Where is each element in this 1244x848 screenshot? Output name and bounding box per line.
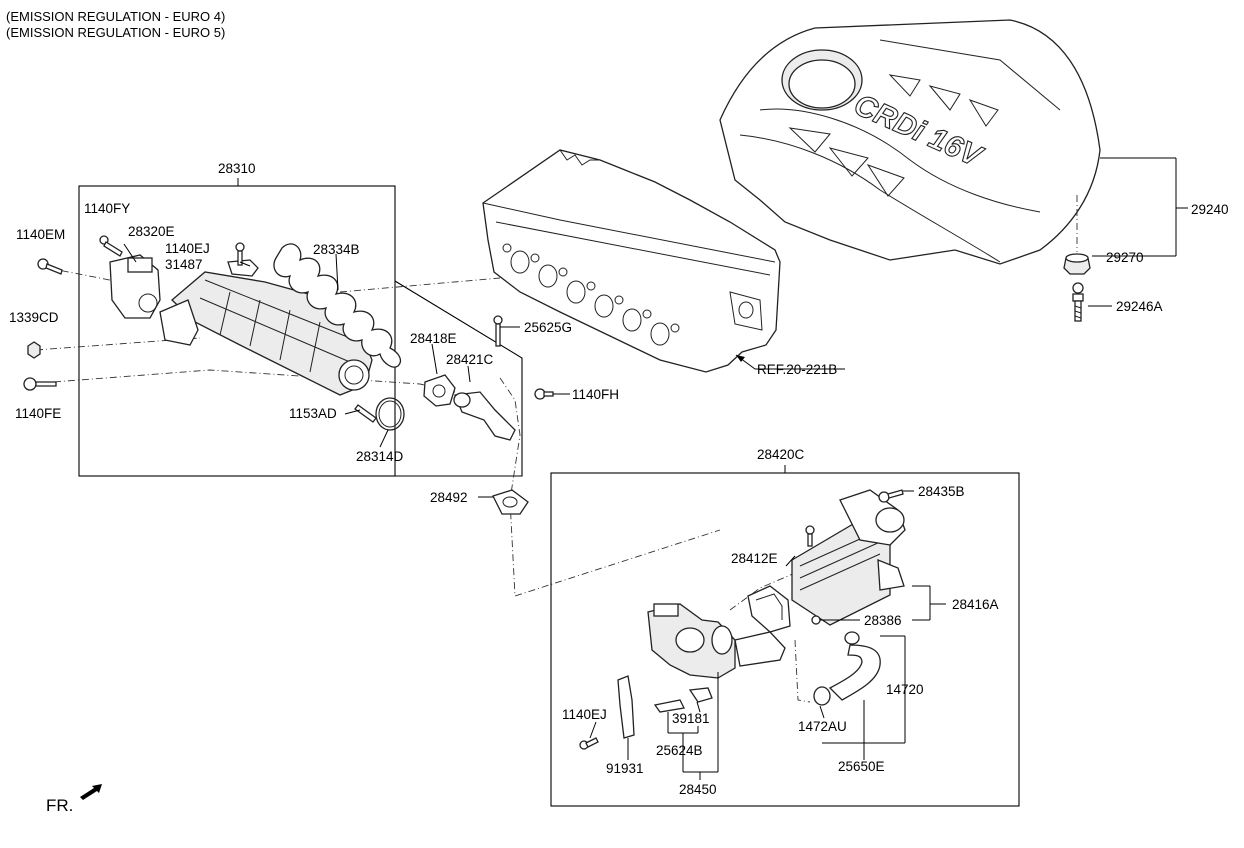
grommet-29270[interactable] (1063, 253, 1091, 275)
manifold-gasket-28334B[interactable] (273, 243, 402, 368)
bolt-1140FY[interactable] (99, 235, 123, 257)
label-1339CD[interactable]: 1339CD (9, 310, 59, 325)
hose-14720[interactable] (828, 644, 881, 701)
bolt-1140FH[interactable] (534, 388, 554, 400)
label-28416A[interactable]: 28416A (952, 597, 999, 612)
label-28450[interactable]: 28450 (679, 782, 717, 797)
egr-pipe-28421C[interactable] (453, 391, 516, 441)
pin-1153AD[interactable] (354, 404, 377, 423)
bolt-1140EM[interactable] (37, 258, 63, 275)
stud-bolt-29246A[interactable] (1072, 282, 1084, 322)
o-ring-28386[interactable] (811, 615, 821, 625)
label-28420C[interactable]: 28420C (757, 447, 805, 462)
label-28435B[interactable]: 28435B (918, 484, 965, 499)
header-regulation-euro4: (EMISSION REGULATION - EURO 4) (6, 9, 226, 24)
front-indicator-label: FR. (46, 796, 74, 815)
label-91931[interactable]: 91931 (606, 761, 644, 776)
gasket-28418E[interactable] (423, 374, 456, 407)
intake-manifold-28310[interactable] (159, 271, 373, 396)
bolt-28435B[interactable] (878, 489, 904, 503)
front-arrow-icon (80, 784, 102, 800)
label-29270[interactable]: 29270 (1106, 250, 1144, 265)
label-28320E[interactable]: 28320E (128, 224, 175, 239)
ref-20-221b-label[interactable]: REF.20-221B (757, 362, 837, 377)
label-28421C[interactable]: 28421C (446, 352, 494, 367)
o-ring-28314D[interactable] (375, 397, 405, 431)
bolt-28412E-upper[interactable] (805, 525, 815, 547)
bracket-25624B[interactable] (653, 699, 685, 713)
label-31487[interactable]: 31487 (165, 257, 203, 272)
bolt-1140EJ-egr[interactable] (579, 737, 599, 750)
label-1140EM[interactable]: 1140EM (16, 227, 65, 242)
label-1153AD[interactable]: 1153AD (289, 406, 337, 421)
label-28418E[interactable]: 28418E (410, 331, 457, 346)
group-box-28310-extension (394, 280, 523, 477)
label-39181[interactable]: 39181 (672, 711, 710, 726)
label-25625G[interactable]: 25625G (524, 320, 572, 335)
egr-valve-28450[interactable] (647, 603, 786, 679)
bracket-31487[interactable] (227, 259, 259, 277)
label-29240[interactable]: 29240 (1191, 202, 1229, 217)
bracket-39181[interactable] (688, 687, 713, 703)
label-29246A[interactable]: 29246A (1116, 299, 1163, 314)
label-1140EJ-manifold[interactable]: 1140EJ (165, 241, 210, 256)
label-1140FE[interactable]: 1140FE (15, 406, 61, 421)
throttle-body-28320E[interactable] (109, 254, 161, 319)
label-28310[interactable]: 28310 (218, 161, 256, 176)
egr-gasket-28412E[interactable] (747, 585, 791, 633)
nut-1339CD[interactable] (27, 341, 41, 359)
engine-cover-29240[interactable]: CRDi 16V (719, 19, 1101, 265)
bolt-1140EJ-manifold[interactable] (235, 242, 245, 266)
gasket-28492[interactable] (492, 489, 529, 515)
group-box-28420C (550, 472, 1020, 807)
bolt-25625G[interactable] (493, 315, 503, 347)
bolt-1140FE[interactable] (23, 377, 57, 391)
label-1472AU[interactable]: 1472AU (798, 719, 847, 734)
egr-cooler-28416A[interactable] (791, 489, 906, 626)
cylinder-head-reference[interactable] (482, 149, 781, 373)
clamp-14720-upper[interactable] (844, 631, 860, 645)
bracket-91931[interactable] (617, 675, 635, 739)
label-28386[interactable]: 28386 (864, 613, 902, 628)
label-1140FY[interactable]: 1140FY (84, 201, 130, 216)
label-1140EJ-egr[interactable]: 1140EJ (562, 707, 607, 722)
label-25624B[interactable]: 25624B (656, 743, 703, 758)
label-28334B[interactable]: 28334B (313, 242, 360, 257)
label-28492[interactable]: 28492 (430, 490, 468, 505)
label-28412E[interactable]: 28412E (731, 551, 778, 566)
group-box-28310 (78, 185, 396, 477)
header-regulation-euro5: (EMISSION REGULATION - EURO 5) (6, 25, 226, 40)
label-1140FH[interactable]: 1140FH (572, 387, 619, 402)
label-14720[interactable]: 14720 (886, 682, 924, 697)
label-28314D[interactable]: 28314D (356, 449, 404, 464)
clamp-1472AU[interactable] (813, 686, 831, 706)
label-25650E[interactable]: 25650E (838, 759, 885, 774)
